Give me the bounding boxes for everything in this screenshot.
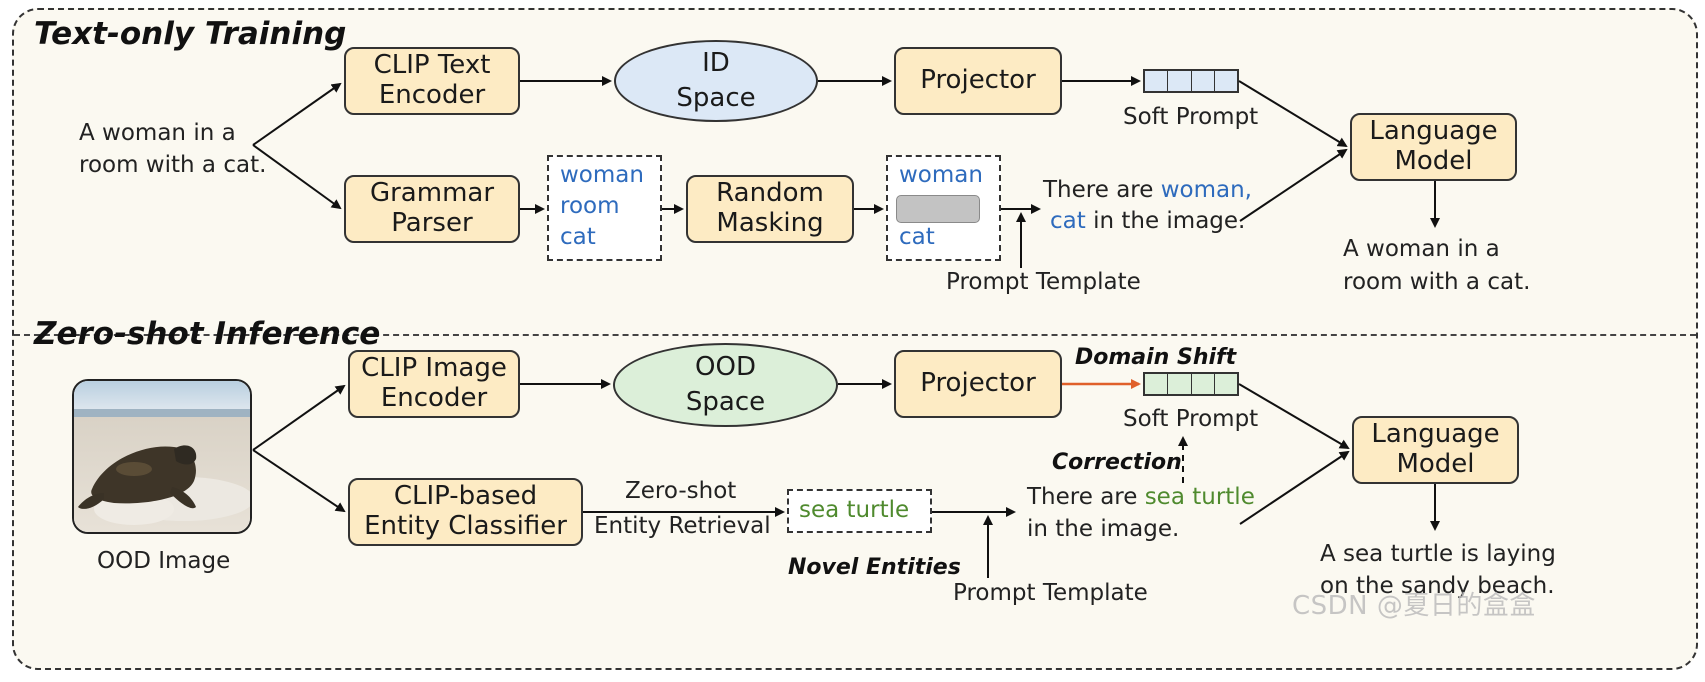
novel-entities-label: Novel Entities [788,555,961,580]
inference-language-model-box: Language Model [1352,416,1519,484]
retrieval-label-line2: Entity Retrieval [594,513,771,539]
watermark: CSDN @夏日的盒盒 [1292,591,1536,621]
random-masking-box: Random Masking [686,175,854,243]
arrow-soft-prompt-to-lm [1238,80,1348,148]
arrow-prompt-to-lm [1239,148,1348,222]
inference-output-line1: A sea turtle is laying [1320,541,1556,567]
entity-cat: cat [560,224,596,250]
ood-image-label: OOD Image [97,548,231,574]
arrow-image-to-image-encoder [252,384,346,451]
training-prompt-line1: There are woman, [1043,177,1252,203]
inference-prompt-prefix: There are [1027,484,1145,510]
training-prompt-template-label: Prompt Template [946,269,1141,295]
retrieved-entity-sea-turtle: sea turtle [799,497,910,523]
ood-image-thumbnail [72,379,252,534]
training-soft-prompt-label: Soft Prompt [1123,104,1259,130]
domain-shift-label: Domain Shift [1075,345,1237,370]
training-language-model-box: Language Model [1350,113,1517,181]
masked-entity-woman: woman [899,162,983,188]
inference-section-title: Zero-shot Inference [34,316,381,352]
inference-soft-prompt-label: Soft Prompt [1123,406,1259,432]
training-output-line1: A woman in a [1343,236,1500,262]
inference-prompt-line1: There are sea turtle [1027,484,1255,510]
training-prompt-suffix: in the image. [1085,208,1246,234]
ood-space-ellipse: OOD Space [613,343,838,427]
arrow-input-to-grammar-parser [252,144,342,210]
entity-room: room [560,193,620,219]
training-prompt-entity-cat: cat [1050,208,1086,234]
inference-prompt-entity: sea turtle [1144,484,1255,510]
training-output-line2: room with a cat. [1343,269,1531,295]
inference-prompt-template-label: Prompt Template [953,580,1148,606]
arrow-image-to-classifier [252,449,346,513]
grammar-parser-box: Grammar Parser [344,175,520,243]
training-soft-prompt-tokens [1143,69,1239,93]
training-prompt-entity-woman: woman, [1160,177,1252,203]
section-divider [14,334,1696,336]
correction-label: Correction [1052,450,1182,475]
sea-turtle-beach-image [74,381,250,532]
retrieved-entity-box [787,489,932,533]
masked-entity-cat: cat [899,224,935,250]
entity-classifier-box: CLIP-based Entity Classifier [348,478,583,546]
arrow-input-to-text-encoder [252,82,342,146]
arrow-prompt-to-lm-inference [1239,450,1350,525]
clip-text-encoder-box: CLIP Text Encoder [344,47,520,115]
clip-image-encoder-box: CLIP Image Encoder [348,350,520,418]
inference-output-line2: on the sandy beach. [1320,573,1555,599]
inference-soft-prompt-tokens [1143,372,1239,396]
training-projector-box: Projector [894,47,1062,115]
arrow-soft-prompt-to-lm-inference [1238,383,1350,450]
inference-projector-box: Projector [894,350,1062,418]
training-input-text-line1: A woman in a [79,120,236,146]
training-input-text-line2: room with a cat. [79,152,267,178]
masked-token [896,195,980,223]
retrieval-label-line1: Zero-shot [625,478,737,504]
parsed-entities-box [547,155,662,261]
inference-prompt-line2: in the image. [1027,516,1180,542]
training-prompt-line2: cat in the image. [1050,208,1245,234]
id-space-ellipse: ID Space [614,40,818,122]
training-prompt-prefix: There are [1043,177,1161,203]
training-section-title: Text-only Training [34,16,347,52]
entity-woman: woman [560,162,644,188]
